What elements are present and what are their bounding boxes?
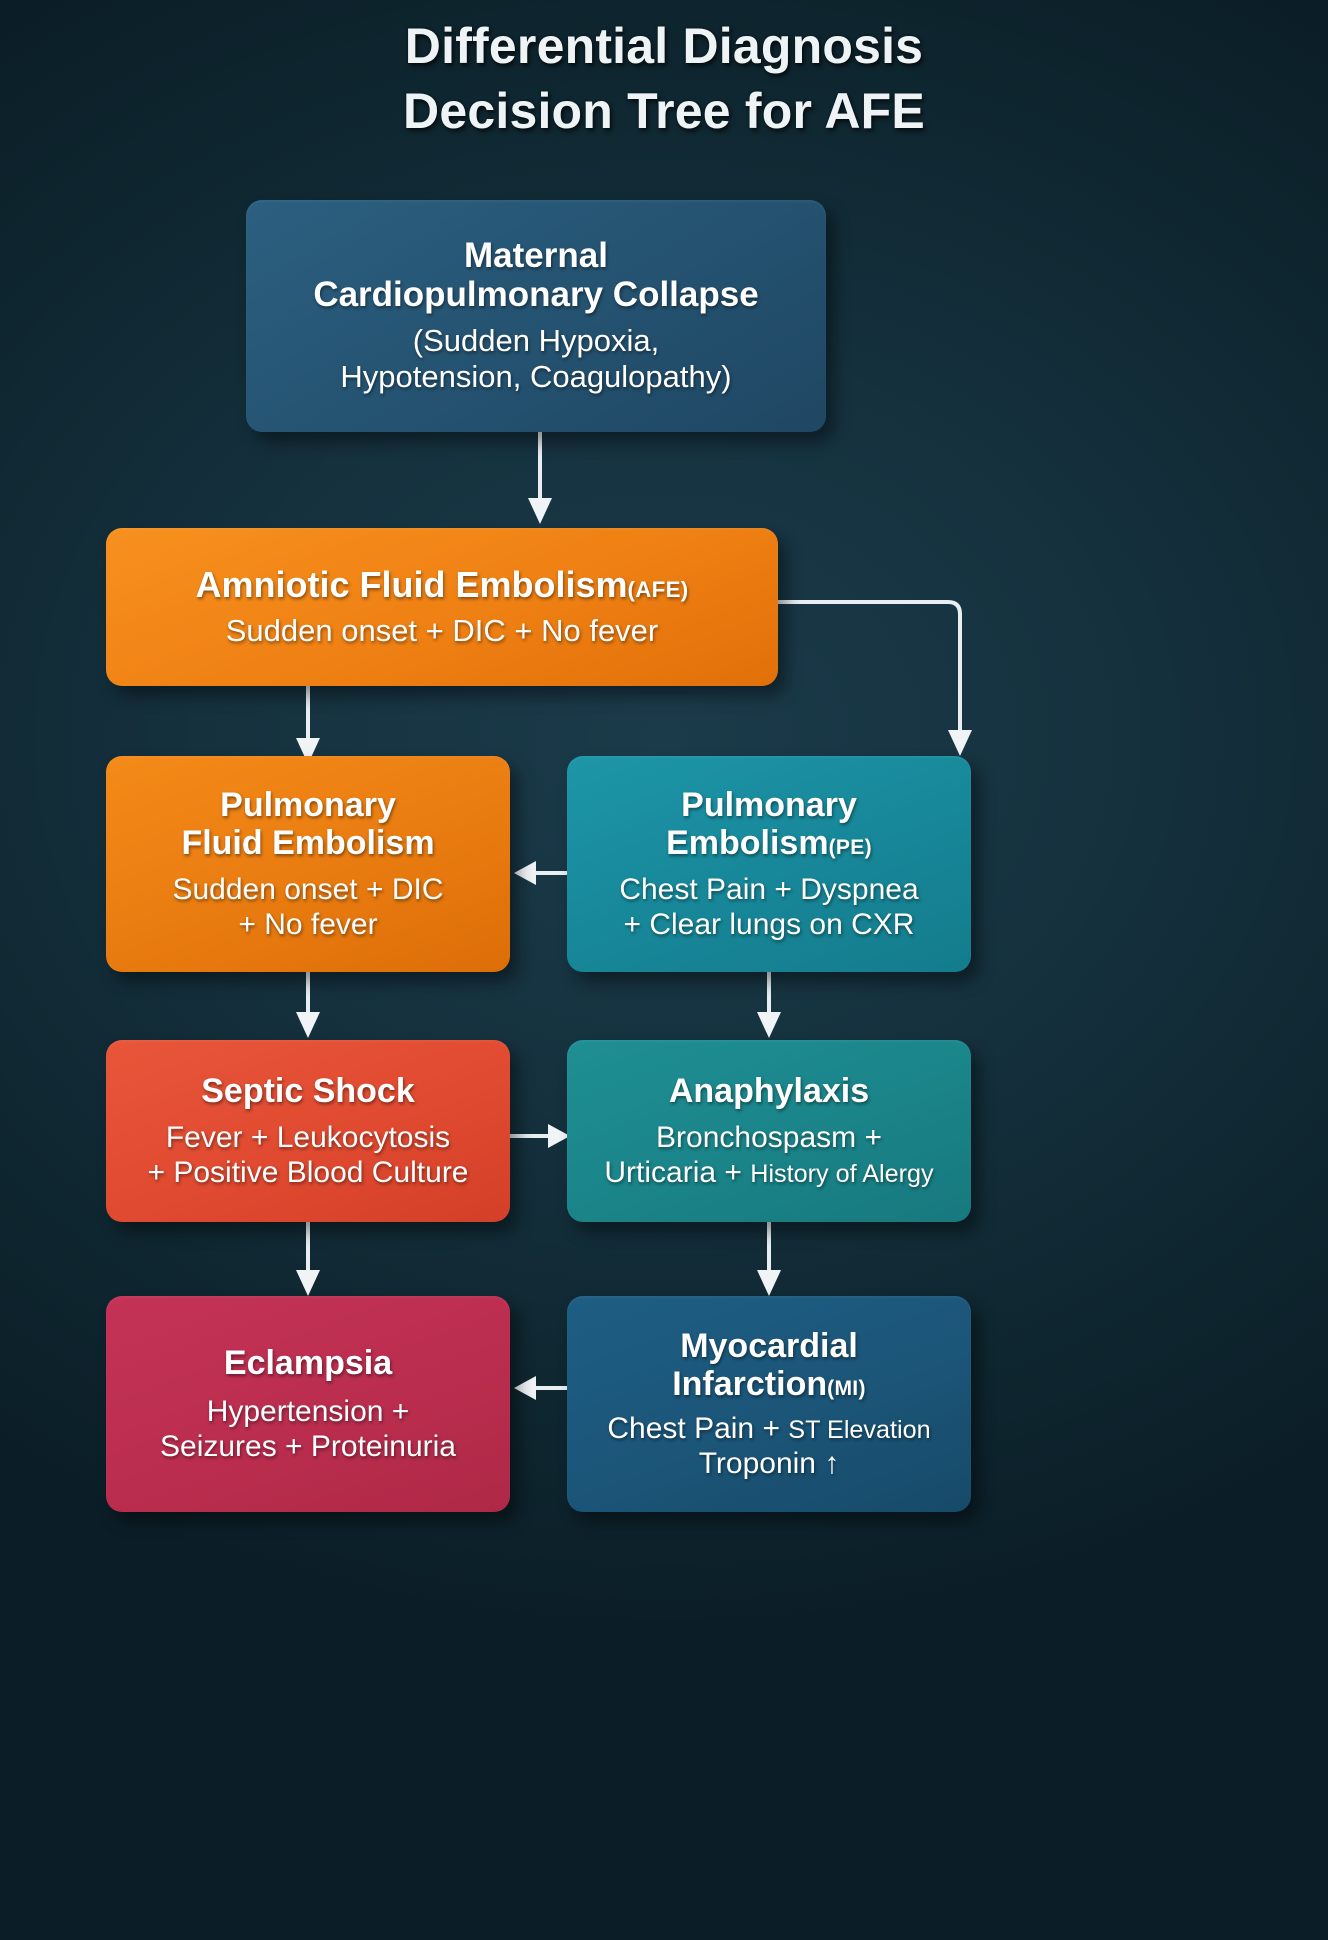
- node-title: Maternal Cardiopulmonary Collapse: [313, 236, 759, 315]
- connector-septic-to-anaphylaxis: [508, 1118, 576, 1154]
- node-title: Pulmonary Fluid Embolism: [181, 785, 435, 862]
- connector-septic-to-eclampsia: [278, 1222, 338, 1304]
- node-subtitle: (Sudden Hypoxia, Hypotension, Coagulopat…: [340, 322, 732, 395]
- connector-anaphylaxis-to-mi: [739, 1222, 799, 1304]
- node-subtitle: Sudden onset + DIC + No fever: [172, 872, 444, 942]
- node-title: Septic Shock: [201, 1071, 415, 1110]
- connector-pfe-to-septic: [278, 972, 338, 1046]
- node-subtitle: Bronchospasm + Urticaria + History of Al…: [604, 1120, 934, 1190]
- connector-root-to-afe: [510, 424, 570, 534]
- node-pulmonary-embolism[interactable]: Pulmonary Embolism(PE) Chest Pain + Dysp…: [567, 756, 971, 972]
- connector-mi-to-eclampsia: [508, 1370, 576, 1406]
- node-title: Eclampsia: [223, 1343, 393, 1382]
- node-abbreviation: (MI): [827, 1376, 866, 1400]
- connector-pe-to-anaphylaxis: [739, 972, 799, 1046]
- node-title: Amniotic Fluid Embolism(AFE): [195, 563, 689, 605]
- node-eclampsia[interactable]: Eclampsia Hypertension + Seizures + Prot…: [106, 1296, 510, 1512]
- node-pulmonary-fluid-embolism[interactable]: Pulmonary Fluid Embolism Sudden onset + …: [106, 756, 510, 972]
- node-myocardial-infarction[interactable]: Myocardial Infarction(MI) Chest Pain + S…: [567, 1296, 971, 1512]
- node-abbreviation: (AFE): [627, 576, 689, 602]
- node-subtitle: Hypertension + Seizures + Proteinuria: [160, 1394, 456, 1464]
- node-title: Myocardial Infarction(MI): [672, 1326, 866, 1403]
- connector-pe-to-pfe: [508, 855, 576, 891]
- node-subtitle-small: ST Elevation: [788, 1415, 931, 1444]
- node-subtitle-small: History of Alergy: [750, 1160, 934, 1189]
- node-subtitle: Fever + Leukocytosis + Positive Blood Cu…: [147, 1120, 469, 1190]
- node-subtitle: Sudden onset + DIC + No fever: [225, 612, 659, 648]
- node-septic-shock[interactable]: Septic Shock Fever + Leukocytosis + Posi…: [106, 1040, 510, 1222]
- page-title: Differential Diagnosis Decision Tree for…: [0, 14, 1328, 144]
- node-anaphylaxis[interactable]: Anaphylaxis Bronchospasm + Urticaria + H…: [567, 1040, 971, 1222]
- node-abbreviation: (PE): [828, 835, 872, 859]
- node-subtitle: Chest Pain + ST Elevation Troponin ↑: [607, 1411, 931, 1481]
- connector-afe-to-pe: [770, 580, 1000, 770]
- page-title-line2: Decision Tree for AFE: [403, 83, 925, 139]
- node-title: Anaphylaxis: [668, 1071, 870, 1110]
- node-title: Pulmonary Embolism(PE): [666, 785, 872, 862]
- page-title-line1: Differential Diagnosis: [404, 18, 924, 74]
- node-subtitle: Chest Pain + Dyspnea + Clear lungs on CX…: [619, 872, 919, 942]
- node-amniotic-fluid-embolism[interactable]: Amniotic Fluid Embolism(AFE) Sudden onse…: [106, 528, 778, 686]
- node-maternal-cardiopulmonary-collapse[interactable]: Maternal Cardiopulmonary Collapse (Sudde…: [246, 200, 826, 432]
